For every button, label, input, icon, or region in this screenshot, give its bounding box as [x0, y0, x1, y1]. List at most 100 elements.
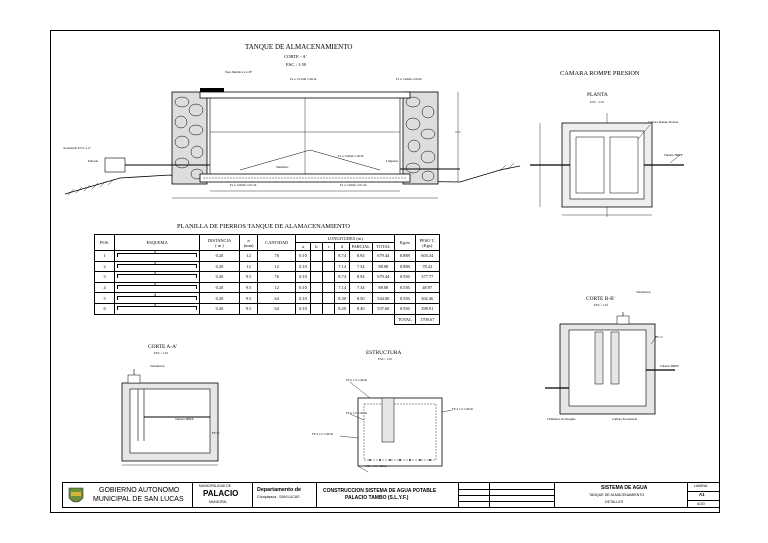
rebar-scheme-cell: d — [114, 270, 201, 283]
cell-diam: 12 — [238, 260, 259, 273]
camara-planta-drawing — [530, 113, 684, 217]
col-a: a — [295, 242, 311, 251]
cell-total: 544.00 — [371, 292, 396, 304]
cell-total: 679.44 — [371, 271, 396, 283]
corte-bb-scale: ESC.: 1:10 — [594, 303, 608, 307]
rebar-shape-icon: d — [117, 249, 198, 258]
estructura-callout-3: FE ø 1/2 c/20cm — [312, 432, 334, 436]
cell-peso: 302.46 — [414, 292, 441, 304]
cell-parcial: 8.50 — [348, 292, 373, 304]
lamina-label: LAMINA — [694, 484, 708, 488]
project-line-1: CONSTRUCCION SISTEMA DE AGUA POTABLE — [323, 488, 437, 494]
cell-cant: 12 — [257, 281, 297, 294]
sheet-title: SISTEMA DE AGUA — [601, 485, 648, 491]
title-block-municipality: MUNICIPALIDAD DE PALACIO MUNICIPAL — [193, 483, 253, 507]
municipal-logo-icon — [68, 487, 84, 503]
corte-bb-tuberia: Tuberia HDPE — [660, 364, 679, 368]
tank-title: TANQUE DE ALMACENAMIENTO — [245, 43, 353, 51]
rebar-callout-1: Fe ø 1/2 mm a 20cm — [290, 77, 317, 81]
cell-cant: 76 — [257, 271, 297, 283]
planta-title: PLANTA — [587, 92, 608, 98]
cell-peso: 48.97 — [414, 281, 441, 294]
col-pos: POS. — [93, 234, 116, 251]
corte-aa-fe: FE ¼" — [212, 431, 221, 435]
tank-section-drawing — [64, 88, 521, 199]
title-block-signatures — [459, 483, 555, 507]
corte-aa-title: CORTE A-A' — [148, 344, 177, 350]
cell-b — [309, 292, 324, 304]
cell-d: 8.20 — [334, 302, 350, 315]
cell-c — [322, 292, 336, 304]
project-line-2: PALACIO TAMBO (S.L.Y.F.) — [345, 495, 409, 501]
org-line-2: MUNICIPAL DE SAN LUCAS — [93, 496, 184, 503]
rebar-dim-label: d — [154, 302, 157, 308]
cell-c — [322, 302, 336, 315]
rebar-shape-icon: d — [117, 281, 198, 290]
cell-diam: 9.5 — [238, 302, 259, 315]
col-esquema: ESQUEMA — [114, 234, 201, 251]
limpieza-callout: Limpieza — [386, 159, 399, 163]
title-block-lamina: LAMINA A1 4/20 — [688, 482, 720, 508]
col-d: d — [334, 242, 350, 251]
estructura-callout-1: FE ø 1/2 c/20cm — [346, 378, 368, 382]
rebar-schedule-table: POS. ESQUEMA DISTANCIA( m ) ø(mm) CANTID… — [93, 234, 441, 326]
cell-diam: 9.5 — [238, 271, 259, 283]
estructura-scale: ESC.: 1:10 — [378, 357, 392, 361]
cell-b — [309, 250, 324, 262]
cell-d: 8.74 — [334, 250, 350, 262]
lamina-of: 4/20 — [697, 501, 705, 506]
cell-a: 0.10 — [295, 250, 311, 262]
col-peso: PESO T.(Kgs) — [414, 234, 441, 251]
cell-diam: 9.5 — [238, 292, 259, 304]
cell-b — [309, 271, 324, 283]
cell-parcial: 7.34 — [348, 260, 373, 273]
cell-peso: 377.77 — [414, 271, 441, 283]
cell-diam: 9.5 — [238, 281, 259, 294]
dept-line-1: Departamento de — [257, 487, 302, 493]
sheet-sub: TANQUE DE ALMACENAMIENTO — [589, 493, 645, 497]
cell-pos: 6 — [93, 302, 116, 315]
cell-dist: 0.20 — [199, 250, 240, 262]
corte-bb-title: CORTE B-B' — [586, 296, 615, 302]
lamina-number: A1 — [699, 492, 705, 497]
cell-d: 7.14 — [334, 281, 350, 294]
corte-bb-camara: Camara Escalonada — [612, 417, 638, 421]
cell-kgm: 0.556 — [394, 302, 416, 315]
cell-pos: 1 — [93, 250, 116, 262]
cell-parcial: 8.40 — [348, 302, 373, 315]
cell-parcial: 8.94 — [348, 271, 373, 283]
estructura-callout-2: FE ø 1/2 c/20cm — [346, 411, 368, 415]
cell-dist: 0.20 — [199, 271, 240, 283]
total-value: 1709.67 — [414, 313, 441, 326]
rebar-scheme-cell: d — [114, 281, 201, 294]
cell-cant: 76 — [257, 250, 297, 262]
tank-section-label: CORTE - A' — [284, 54, 307, 59]
corte-bb-chimenea: Chimenea de Desagüe — [547, 417, 576, 421]
cell-total: 88.08 — [371, 260, 396, 273]
title-block-org: GOBIERNO AUTONOMO MUNICIPAL DE SAN LUCAS — [63, 483, 193, 507]
col-c: c — [322, 242, 336, 251]
cell-total: 88.08 — [371, 281, 396, 294]
rebar-scheme-cell: d — [114, 249, 201, 262]
cell-kgm: 0.556 — [394, 281, 416, 294]
planta-callout-tuberia: Tuberia HDPE — [664, 153, 683, 157]
cell-a: 0.10 — [295, 292, 311, 304]
rebar-dim-label: d — [154, 259, 157, 265]
planta-scale: ESC.: 1:10 — [590, 100, 604, 104]
title-block-sheet: SISTEMA DE AGUA TANQUE DE ALMACENAMIENTO… — [555, 483, 689, 507]
cell-d: 7.14 — [334, 260, 350, 273]
cell-parcial: 7.34 — [348, 281, 373, 294]
planilla-title: PLANILLA DE FIERROS TANQUE DE ALAMACENAM… — [177, 223, 351, 230]
cell-c — [322, 260, 336, 273]
cell-d: 8.74 — [334, 271, 350, 283]
cell-a: 0.10 — [295, 271, 311, 283]
title-block-project: CONSTRUCCION SISTEMA DE AGUA POTABLE PAL… — [317, 483, 459, 507]
rebar-callout-4: Fe ø 1/2mm a 20 cm — [230, 183, 257, 187]
rebar-scheme-cell: d — [114, 302, 201, 315]
munic-big: PALACIO — [203, 489, 239, 498]
cell-cant: 64 — [257, 302, 297, 315]
cell-pos: 2 — [93, 260, 116, 273]
